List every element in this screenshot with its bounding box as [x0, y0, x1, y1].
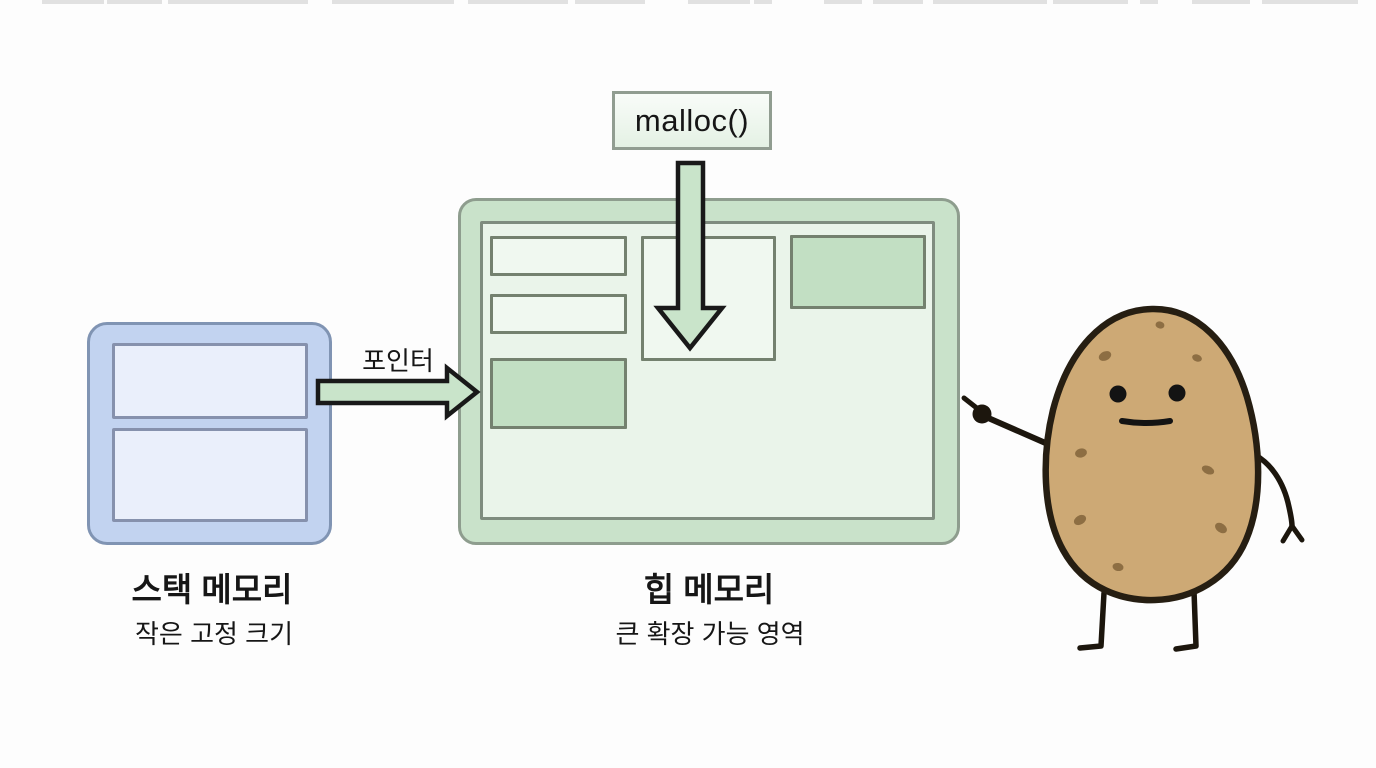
- top-crop-artifact: [1053, 0, 1128, 4]
- heap-block-free-2: [490, 294, 627, 334]
- top-crop-artifact: [688, 0, 750, 4]
- pointer-label: 포인터: [362, 346, 434, 376]
- top-crop-artifact: [575, 0, 645, 4]
- top-crop-artifact: [468, 0, 568, 4]
- top-crop-artifact: [332, 0, 454, 4]
- malloc-label: malloc(): [634, 102, 750, 138]
- potato-mascot-illustration: [961, 305, 1305, 652]
- top-crop-artifact: [754, 0, 772, 4]
- potato-fist: [972, 404, 992, 424]
- malloc-call-box: malloc(): [612, 91, 772, 150]
- top-crop-artifact: [107, 0, 162, 4]
- potato-left-leg: [1077, 590, 1107, 651]
- potato-spots: [1073, 321, 1227, 572]
- top-crop-artifact: [42, 0, 104, 4]
- heap-block-allocated-1: [490, 358, 627, 429]
- heap-block-malloc-target: [641, 236, 776, 361]
- stack-frame-slot-1: [112, 343, 308, 419]
- potato-right-leg: [1173, 588, 1199, 652]
- top-crop-artifact: [933, 0, 1047, 4]
- stack-frame-slot-2: [112, 428, 308, 522]
- top-crop-artifact: [1192, 0, 1250, 4]
- potato-left-arm: [983, 414, 1053, 448]
- potato-right-hand: [1280, 523, 1305, 544]
- heap-block-free-1: [490, 236, 627, 276]
- top-crop-artifact: [824, 0, 862, 4]
- potato-left-eye: [1109, 385, 1127, 403]
- top-crop-artifact: [168, 0, 308, 4]
- potato-pointing-finger: [961, 395, 981, 412]
- top-crop-artifact: [873, 0, 923, 4]
- potato-mouth: [1119, 418, 1173, 426]
- potato-right-arm: [1246, 449, 1295, 529]
- stack-subtitle: 작은 고정 크기: [135, 619, 293, 649]
- heap-block-allocated-2: [790, 235, 926, 309]
- heap-title: 힙 메모리: [643, 571, 775, 608]
- heap-subtitle: 큰 확장 가능 영역: [615, 619, 805, 649]
- potato-body: [1042, 305, 1262, 604]
- top-crop-artifact: [1262, 0, 1358, 4]
- top-crop-artifact: [1140, 0, 1158, 4]
- stack-title: 스택 메모리: [131, 571, 293, 608]
- potato-right-eye: [1168, 384, 1186, 402]
